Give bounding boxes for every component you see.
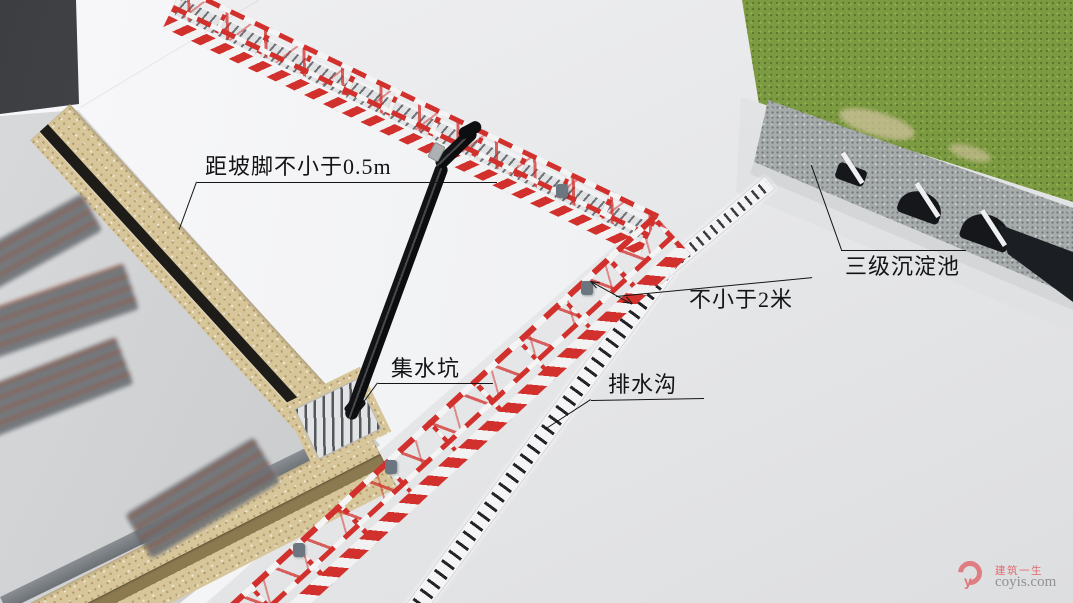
- label-slope-foot-distance: 距坡脚不小于0.5m: [205, 154, 392, 179]
- label-underline: [378, 383, 493, 384]
- label-sump-pit: 集水坑: [391, 356, 461, 381]
- fence-fitting: [293, 543, 305, 557]
- label-underline: [197, 182, 497, 183]
- fence-fitting: [385, 460, 397, 474]
- watermark-site: coyis.com: [995, 574, 1057, 590]
- watermark-y-glyph: y: [964, 573, 972, 589]
- fence-fitting: [556, 184, 568, 198]
- watermark-brand: 建筑一生: [995, 565, 1043, 577]
- label-sedimentation-tank: 三级沉淀池: [845, 254, 961, 279]
- fence-fitting: [581, 281, 593, 295]
- label-drainage-ditch: 排水沟: [608, 372, 678, 397]
- label-overline: [841, 250, 966, 251]
- label-min-two-meters: 不小于2米: [689, 287, 794, 312]
- watermark: y 建筑一生 coyis.com: [953, 556, 1070, 597]
